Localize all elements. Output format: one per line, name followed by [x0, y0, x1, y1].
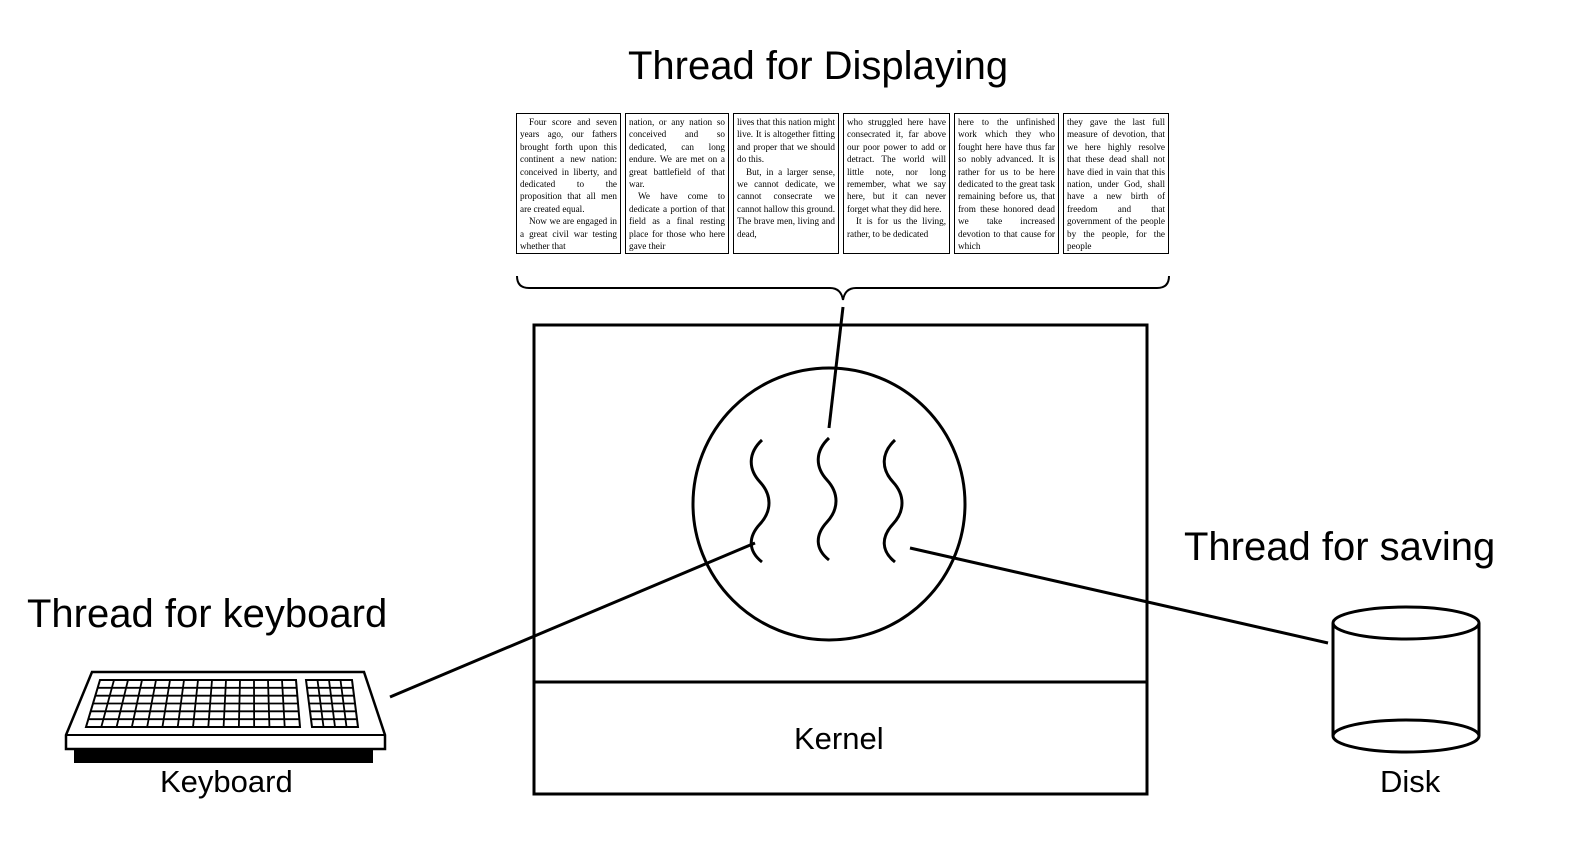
thread-display-label: Thread for Displaying: [628, 44, 1009, 88]
keyboard-icon: [64, 670, 387, 763]
page-paragraph: who struggled here have consecrated it, …: [847, 117, 946, 214]
page-paragraph: here to the unfinished work which they w…: [958, 117, 1055, 252]
document-page: lives that this nation might live. It is…: [733, 113, 839, 254]
line-keyboard: [389, 541, 756, 699]
page-paragraph: nation, or any nation so conceived and s…: [629, 117, 725, 190]
page-paragraph: they gave the last full measure of devot…: [1067, 117, 1165, 252]
document-page: they gave the last full measure of devot…: [1063, 113, 1169, 254]
thread-squiggle-2: [816, 436, 838, 562]
pages-brace: [516, 275, 1170, 301]
document-page: nation, or any nation so conceived and s…: [625, 113, 729, 254]
thread-keyboard-label: Thread for keyboard: [27, 592, 388, 636]
document-page: here to the unfinished work which they w…: [954, 113, 1059, 254]
document-page: who struggled here have consecrated it, …: [843, 113, 950, 254]
process-circle: [691, 366, 967, 642]
line-disk: [909, 546, 1329, 645]
page-paragraph: It is for us the living, rather, to be d…: [847, 216, 946, 239]
thread-squiggle-3: [882, 438, 904, 564]
thread-saving-label: Thread for saving: [1184, 525, 1496, 569]
page-paragraph: But, in a larger sense, we cannot dedica…: [737, 166, 835, 239]
page-paragraph: Now we are engaged in a great civil war …: [520, 216, 617, 252]
page-paragraph: We have come to dedicate a portion of th…: [629, 191, 725, 252]
disk-label: Disk: [1380, 764, 1441, 799]
line-display: [827, 306, 845, 429]
document-page: Four score and seven years ago, our fath…: [516, 113, 621, 254]
page-paragraph: lives that this nation might live. It is…: [737, 117, 835, 165]
page-paragraph: Four score and seven years ago, our fath…: [520, 117, 617, 214]
keyboard-label: Keyboard: [160, 764, 293, 799]
disk-icon: [1331, 605, 1481, 754]
kernel-label: Kernel: [794, 721, 884, 756]
